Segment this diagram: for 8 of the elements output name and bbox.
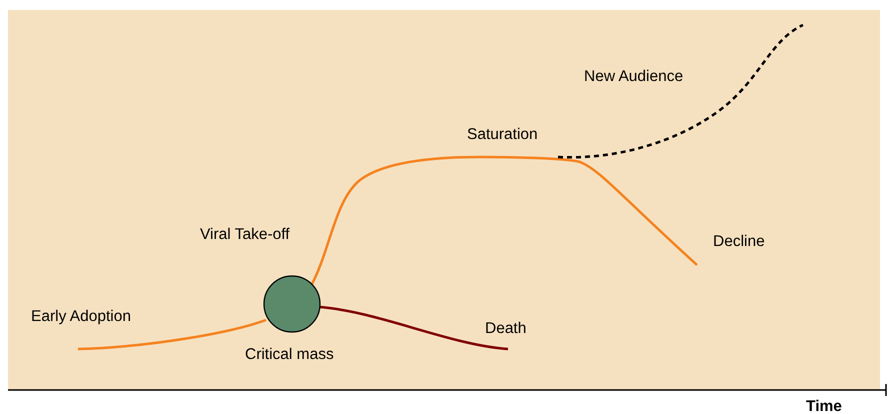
axis-label: Time	[806, 398, 842, 414]
curve-label: Viral Take-off	[200, 226, 290, 244]
curve-label: Saturation	[467, 126, 538, 144]
curve-label: Death	[485, 320, 526, 338]
curve-label: New Audience	[584, 68, 684, 86]
curve-label: Decline	[713, 233, 765, 251]
curve-label: Early Adoption	[31, 308, 131, 326]
curve-label: Critical mass	[245, 346, 334, 364]
